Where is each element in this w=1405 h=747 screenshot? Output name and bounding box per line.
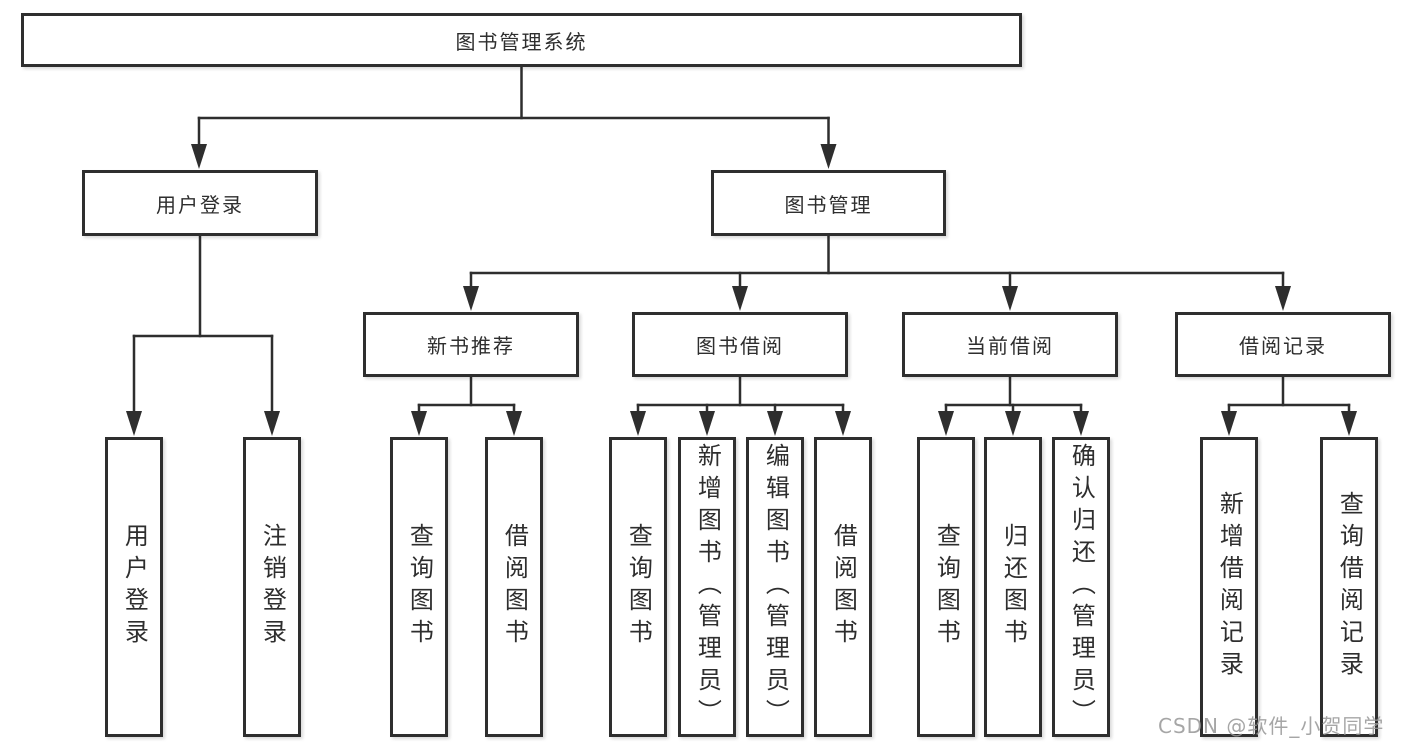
leaf-add-borrow-record: 新增借阅记录 — [1200, 437, 1258, 737]
node-borrow-records-label: 借阅记录 — [1239, 334, 1327, 358]
leaf-add-borrow-record-label: 新增借阅记录 — [1215, 491, 1244, 683]
connector-book-borrow-children — [630, 375, 851, 436]
connector-user-login-children — [126, 234, 280, 436]
connector-new-book-recommend-children — [411, 375, 522, 436]
leaf-borrow-books-label: 借阅图书 — [829, 523, 858, 651]
leaf-edit-book-admin-label: 编辑图书（管理员） — [761, 443, 790, 731]
node-new-book-recommend: 新书推荐 — [363, 312, 579, 377]
connector-book-management-children — [463, 234, 1291, 311]
leaf-query-books-borrow-label: 查询图书 — [624, 523, 653, 651]
connector-current-borrow-children — [938, 375, 1089, 436]
watermark: CSDN @软件_小贺同学 — [1158, 714, 1385, 738]
node-current-borrow: 当前借阅 — [902, 312, 1118, 377]
node-user-login: 用户登录 — [82, 170, 318, 236]
connector-borrow-records-children — [1221, 375, 1357, 436]
leaf-query-books-recommend-label: 查询图书 — [405, 523, 434, 651]
leaf-query-books-borrow: 查询图书 — [609, 437, 667, 737]
leaf-user-login: 用户登录 — [105, 437, 163, 737]
node-book-borrow: 图书借阅 — [632, 312, 848, 377]
leaf-borrow-books: 借阅图书 — [814, 437, 872, 737]
leaf-confirm-return-admin-label: 确认归还（管理员） — [1067, 443, 1096, 731]
leaf-logout-label: 注销登录 — [258, 523, 287, 651]
node-root: 图书管理系统 — [21, 13, 1022, 67]
leaf-return-book-label: 归还图书 — [999, 523, 1028, 651]
node-book-management: 图书管理 — [711, 170, 946, 236]
leaf-query-borrow-record: 查询借阅记录 — [1320, 437, 1378, 737]
leaf-logout: 注销登录 — [243, 437, 301, 737]
leaf-borrow-books-recommend: 借阅图书 — [485, 437, 543, 737]
leaf-edit-book-admin: 编辑图书（管理员） — [746, 437, 804, 737]
node-user-login-label: 用户登录 — [156, 192, 244, 217]
leaf-query-borrow-record-label: 查询借阅记录 — [1335, 491, 1364, 683]
node-root-label: 图书管理系统 — [455, 29, 588, 54]
leaf-query-books-current-label: 查询图书 — [932, 523, 961, 651]
connector-root-to-level2 — [191, 64, 837, 169]
node-book-borrow-label: 图书借阅 — [696, 334, 784, 358]
leaf-query-books-current: 查询图书 — [917, 437, 975, 737]
leaf-query-books-recommend: 查询图书 — [390, 437, 448, 737]
leaf-return-book: 归还图书 — [984, 437, 1042, 737]
leaf-add-book-admin: 新增图书（管理员） — [678, 437, 736, 737]
leaf-user-login-label: 用户登录 — [120, 523, 149, 651]
leaf-confirm-return-admin: 确认归还（管理员） — [1052, 437, 1110, 737]
leaf-add-book-admin-label: 新增图书（管理员） — [693, 443, 722, 731]
node-borrow-records: 借阅记录 — [1175, 312, 1391, 377]
node-current-borrow-label: 当前借阅 — [966, 334, 1054, 358]
node-new-book-recommend-label: 新书推荐 — [427, 334, 515, 358]
leaf-borrow-books-recommend-label: 借阅图书 — [500, 523, 529, 651]
node-book-management-label: 图书管理 — [784, 192, 873, 217]
